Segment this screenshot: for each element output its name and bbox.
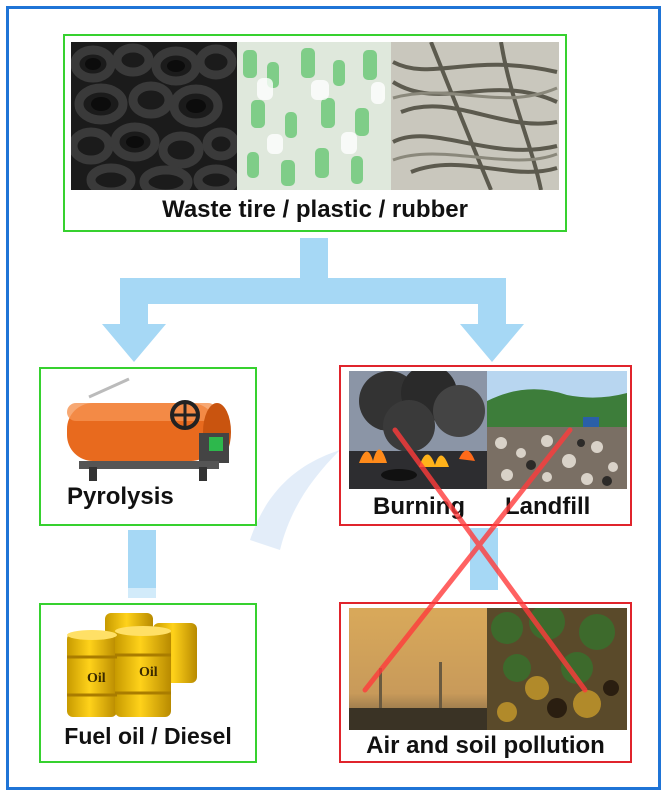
pyrolysis-to-fuel-arrow (128, 530, 156, 598)
waste-photos (71, 42, 559, 190)
pollution-label: Air and soil pollution (366, 732, 605, 759)
source-box: Waste tire / plastic / rubber (63, 34, 567, 232)
pyrolysis-reactor-icon (67, 377, 231, 481)
plastic-bottles-icon (237, 42, 391, 190)
fuel-box: Oil Oil Fuel oil / Diesel (39, 603, 257, 763)
pyrolysis-label: Pyrolysis (67, 483, 174, 510)
pyrolysis-box: Pyrolysis (39, 367, 257, 526)
smog-icon (349, 608, 489, 730)
polluted-soil-icon (487, 608, 627, 730)
source-label: Waste tire / plastic / rubber (162, 196, 468, 223)
forbidden-cross-icon (362, 427, 588, 693)
pollution-box: Air and soil pollution (339, 602, 632, 763)
watermark-logo (250, 450, 340, 550)
oil-barrel-icon (67, 613, 197, 717)
landfill-icon (487, 371, 627, 489)
split-arrow (102, 238, 524, 362)
tire-pile-icon (71, 42, 240, 190)
disposal-box: Burning Landfill (339, 365, 632, 526)
fire-smoke-icon (349, 371, 489, 489)
barrel-label-right: Oil (139, 665, 158, 680)
barrel-label-left: Oil (87, 671, 106, 686)
rubber-scrap-icon (391, 42, 559, 190)
fuel-label: Fuel oil / Diesel (64, 723, 232, 749)
